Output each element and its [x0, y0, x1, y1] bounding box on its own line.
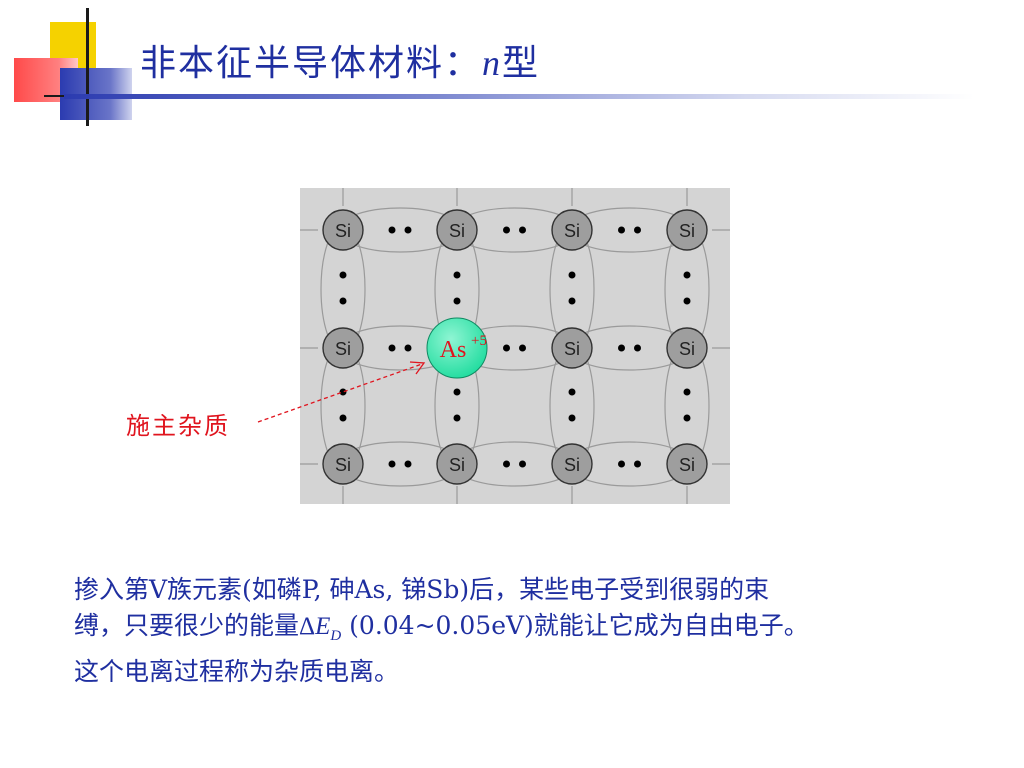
- bond-electron: [634, 460, 641, 468]
- donor-pointer-line: [257, 363, 423, 423]
- bond-electron: [339, 388, 347, 396]
- bond-electron: [453, 414, 461, 422]
- bond-electron: [568, 388, 576, 396]
- bond-electron: [618, 460, 625, 468]
- bond-electron: [404, 226, 412, 234]
- bond-electron: [453, 297, 461, 305]
- bond-electron: [339, 271, 347, 279]
- title-underline: [64, 94, 974, 99]
- decor-vertical-line: [86, 8, 89, 126]
- bond-electron: [339, 297, 347, 305]
- si-atom: [436, 209, 478, 251]
- bond-electron: [519, 460, 526, 468]
- title-variable: n: [482, 43, 503, 83]
- bond-electron: [339, 414, 347, 422]
- bond-electron: [503, 460, 510, 468]
- si-atom-label: Si: [679, 221, 695, 241]
- si-atom: [436, 443, 478, 485]
- si-atom-label: Si: [335, 455, 351, 475]
- bond-electron: [388, 344, 396, 352]
- bond-electron: [634, 226, 641, 234]
- bond-electron: [683, 388, 691, 396]
- bond-electron: [618, 226, 625, 234]
- donor-pointer: [257, 361, 426, 423]
- donor-impurity-label: 施主杂质: [126, 412, 230, 440]
- si-atom: [322, 327, 364, 369]
- bond-electron: [618, 344, 625, 352]
- bond-electron: [634, 344, 641, 352]
- si-atom: [551, 443, 593, 485]
- bond-electron: [683, 271, 691, 279]
- si-atom: [666, 327, 708, 369]
- si-atom-label: Si: [335, 221, 351, 241]
- delta-symbol: Δ: [299, 613, 316, 640]
- bond-electron: [388, 226, 396, 234]
- si-atom-label: Si: [449, 221, 465, 241]
- si-atom: [322, 209, 364, 251]
- energy-symbol: E: [315, 613, 331, 640]
- si-atom: [666, 209, 708, 251]
- body-line-3: 这个电离过程称为杂质电离。: [74, 657, 400, 686]
- dopant-atom: [426, 317, 488, 379]
- bond-electron: [404, 460, 412, 468]
- bond-electron: [568, 297, 576, 305]
- bond-electron: [519, 226, 526, 234]
- body-line-2-start: 缚，只要很少的能量: [74, 611, 300, 640]
- energy-subscript: D: [330, 628, 342, 644]
- title-suffix: 型: [502, 43, 541, 84]
- title-text: 非本征半导体材料：: [140, 43, 483, 84]
- bond-electron: [519, 344, 526, 352]
- bond-electron: [453, 388, 461, 396]
- donor-pointer-arrowhead: [409, 361, 426, 375]
- si-atom-label: Si: [679, 339, 695, 359]
- body-line-2-end: (0.04~0.05eV)就能让它成为自由电子。: [341, 611, 809, 640]
- bond-electron: [453, 271, 461, 279]
- si-atom: [666, 443, 708, 485]
- si-atom-label: Si: [449, 455, 465, 475]
- bond-electron: [568, 271, 576, 279]
- si-atom-label: Si: [564, 339, 580, 359]
- bond-electron: [388, 460, 396, 468]
- body-line-1: 掺入第V族元素(如磷P, 砷As, 锑Sb)后，某些电子受到很弱的束: [74, 575, 770, 604]
- si-atom-label: Si: [564, 221, 580, 241]
- dopant-charge-label: +5: [471, 333, 487, 349]
- si-atom-label: Si: [335, 339, 351, 359]
- si-atom-label: Si: [564, 455, 580, 475]
- bond-electron: [568, 414, 576, 422]
- si-atom: [551, 209, 593, 251]
- body-line-2: 缚，只要很少的能量ΔED (0.04~0.05eV)就能让它成为自由电子。: [74, 608, 1014, 654]
- si-atom-label: Si: [679, 455, 695, 475]
- body-paragraph: 掺入第V族元素(如磷P, 砷As, 锑Sb)后，某些电子受到很弱的束 缚，只要很…: [74, 572, 1014, 690]
- si-atom: [551, 327, 593, 369]
- bond-electron: [683, 414, 691, 422]
- bond-electron: [404, 344, 412, 352]
- slide-title: 非本征半导体材料：n型: [140, 34, 540, 86]
- dopant-atom-label: As: [440, 337, 467, 363]
- si-atom: [322, 443, 364, 485]
- bond-electron: [503, 226, 510, 234]
- bond-electron: [503, 344, 510, 352]
- bond-electron: [683, 297, 691, 305]
